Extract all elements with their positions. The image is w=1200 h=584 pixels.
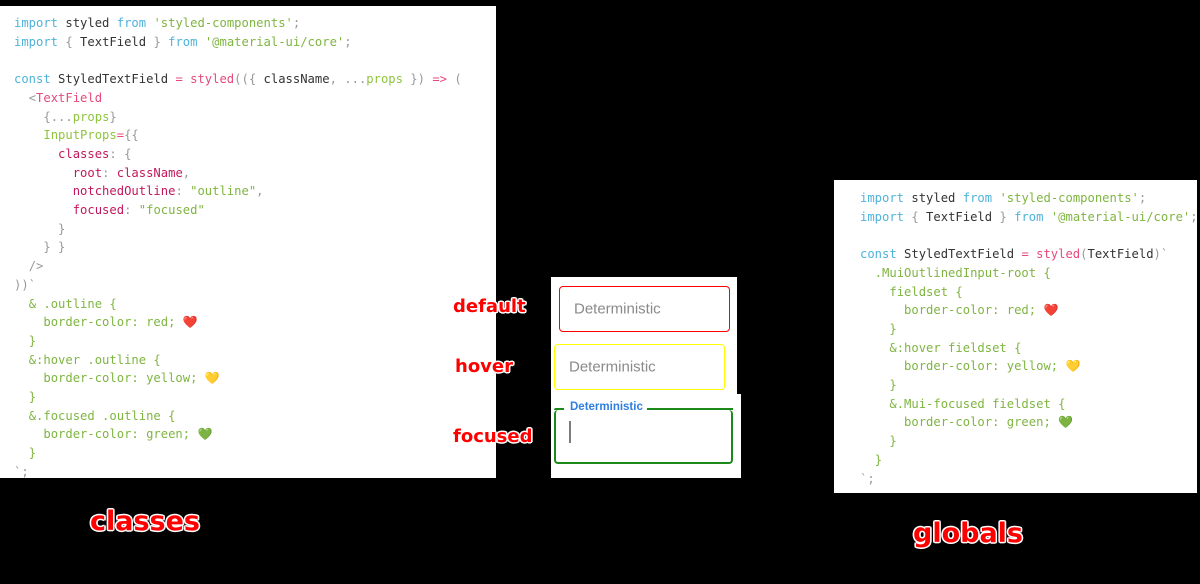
textfield-default[interactable]: Deterministic (559, 286, 730, 332)
caption-globals: globals (913, 518, 1024, 549)
annotation-hover: hover (455, 356, 513, 377)
notch-segment-right (639, 408, 733, 410)
textfield-hover[interactable]: Deterministic (554, 344, 725, 390)
annotation-default: default (453, 296, 526, 317)
code-panel-globals: import styled from 'styled-components'; … (834, 180, 1197, 493)
notch-segment-left (554, 408, 564, 410)
outline-notch (554, 408, 733, 410)
code-block-classes: import styled from 'styled-components'; … (14, 16, 462, 478)
textfield-hover-value: Deterministic (569, 358, 656, 376)
code-block-globals: import styled from 'styled-components'; … (860, 191, 1197, 486)
textfield-focused-floating-label: Deterministic (566, 401, 647, 413)
demo-panel-upper (551, 277, 737, 394)
annotation-focused: focused (453, 426, 533, 447)
textfield-focused[interactable]: Deterministic (554, 401, 733, 464)
caption-classes: classes (90, 506, 201, 537)
text-cursor-icon (569, 421, 571, 443)
code-panel-classes: import styled from 'styled-components'; … (0, 6, 496, 478)
textfield-default-value: Deterministic (574, 300, 661, 318)
